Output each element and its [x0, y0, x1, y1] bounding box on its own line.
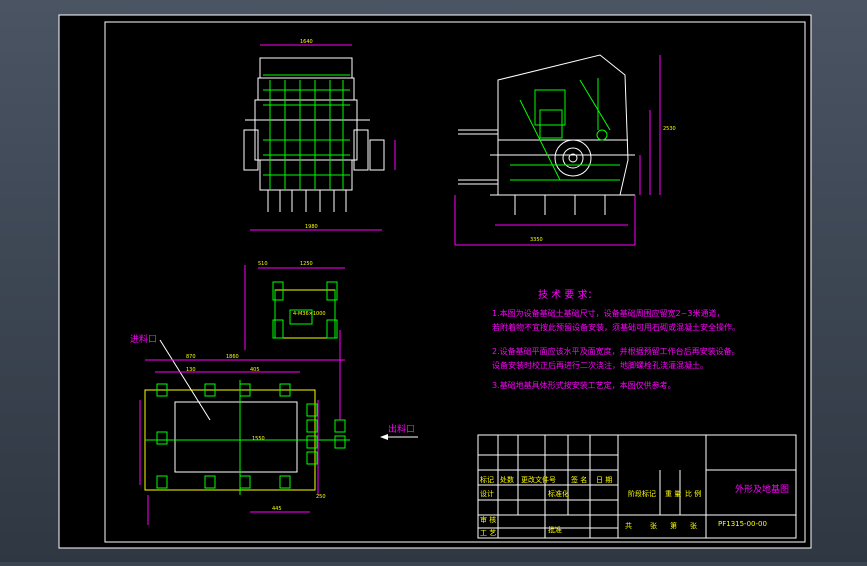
- tech-item-2b: 设备安装时校正后再进行二次浇注，地脚螺栓孔浇灌混凝土。: [492, 360, 708, 370]
- tb-sheet-a: 张: [650, 521, 657, 530]
- tb-date: 日 期: [596, 476, 612, 484]
- dim-plan-a: 870: [186, 354, 196, 360]
- tb-count: 处数: [500, 475, 514, 484]
- tb-design: 设计: [480, 489, 494, 498]
- dim-plan-left: 510: [258, 261, 268, 267]
- dim-side-height: 2530: [663, 126, 676, 132]
- anchor-note: 4-M36×1000: [293, 311, 326, 317]
- tb-approve: 批准: [548, 525, 562, 534]
- front-view: [243, 44, 396, 231]
- tb-weight: 重 量: [665, 490, 681, 498]
- dim-plan-c: 130: [186, 367, 196, 373]
- dim-plan-e: 1550: [252, 436, 265, 442]
- inlet-label: 进料口: [130, 333, 157, 345]
- tech-requirements: 技 术 要 求： 1.本图为设备基础土基础尺寸，设备基础周围应留宽2~3米通道，…: [492, 288, 740, 390]
- outlet-label: 出料口: [388, 423, 415, 435]
- title-block: [477, 434, 797, 539]
- dim-side-bottom: 3350: [530, 237, 543, 243]
- tb-review: 审 核: [480, 515, 496, 524]
- tb-process: 工 艺: [480, 529, 496, 537]
- tb-sign: 签 名: [571, 475, 587, 484]
- tb-scale: 比 例: [685, 489, 701, 498]
- dim-plan-f: 445: [272, 506, 282, 512]
- tb-stage: 阶段标记: [628, 489, 656, 498]
- foundation-plan: [139, 265, 350, 525]
- dim-plan-g: 250: [316, 494, 326, 500]
- tech-item-3: 3.基础地基具体形式按安装工艺定，本图仅供参考。: [492, 380, 676, 390]
- dim-plan-top: 1250: [300, 261, 313, 267]
- side-view: [454, 54, 661, 246]
- outlet-arrowhead: [380, 434, 388, 440]
- tb-sheet-b: 张: [690, 521, 697, 530]
- tech-heading: 技 术 要 求：: [538, 288, 598, 301]
- inner-frame: [104, 21, 806, 543]
- tb-standard: 标准化: [548, 489, 569, 498]
- dim-plan-d: 405: [250, 367, 260, 373]
- tech-item-1: 1.本图为设备基础土基础尺寸，设备基础周围应留宽2~3米通道，: [492, 308, 725, 318]
- dim-front-bottom: 1980: [305, 224, 318, 230]
- tech-item-2: 2.设备基础平面应该水平及面宽度，并根据预留工作台后再安装设备。: [492, 346, 740, 356]
- drawing-name: 外形及地基图: [735, 483, 789, 495]
- tb-change-doc: 更改文件号: [521, 475, 556, 484]
- tech-item-1b: 若附着物不宜按此预留设备安装，须基础可用石砌或混凝土安全操作。: [492, 322, 740, 332]
- dim-front-top: 1640: [300, 39, 313, 45]
- sheet-border: [58, 14, 812, 549]
- tb-total: 共: [625, 521, 632, 530]
- dim-plan-b: 1860: [226, 354, 239, 360]
- tb-mark: 标记: [480, 475, 494, 484]
- drawing-number: PF1315-00-00: [718, 520, 767, 528]
- tb-number: 第: [670, 521, 677, 530]
